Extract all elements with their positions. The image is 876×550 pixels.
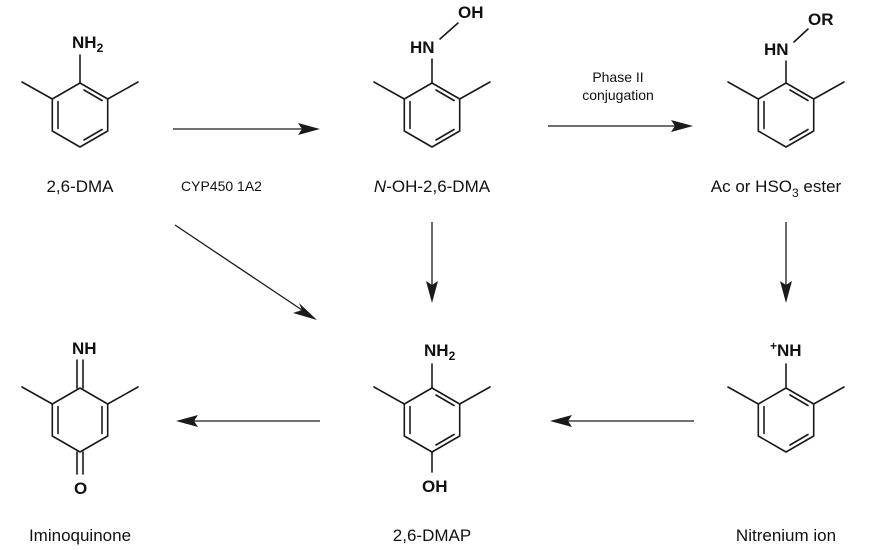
molecule-iminoquinone: NH O (21, 339, 139, 498)
arrow-noh-to-ester (548, 120, 693, 132)
arrow-nitrenium-to-dmap (550, 415, 694, 427)
o-group-label: O (74, 479, 87, 498)
hn-group-label: HN (764, 40, 789, 59)
nh2-group-label: NH2 (424, 341, 456, 363)
phase2-label-line2: conjugation (582, 87, 654, 103)
caption-n-oh-2-6-dma: N-OH-2,6-DMA (374, 177, 491, 196)
arrow-dma-to-dmap (174, 224, 317, 320)
phase2-label-line1: Phase II (592, 69, 643, 85)
nh2-group-label: NH2 (72, 33, 104, 55)
or-group-label: OR (808, 10, 834, 29)
caption-ester: Ac or HSO3 ester (711, 177, 842, 200)
arrow-ester-to-nitrenium (780, 222, 792, 303)
molecule-ester: HN OR (727, 10, 845, 148)
nitrenium-nh-label: +NH (770, 339, 802, 360)
arrow-noh-to-dmap (426, 222, 438, 303)
molecule-n-oh-2-6-dma: HN OH (373, 3, 491, 148)
nh-group-label: NH (72, 339, 97, 358)
hn-group-label: HN (410, 38, 435, 57)
molecule-2-6-dmap: NH2 OH (373, 341, 491, 496)
molecule-2-6-dma: NH2 (21, 33, 139, 148)
arrow-dmap-to-iminoquinone (176, 415, 320, 427)
molecule-nitrenium-ion: +NH (727, 339, 845, 453)
caption-iminoquinone: Iminoquinone (29, 526, 131, 545)
caption-nitrenium-ion: Nitrenium ion (736, 526, 836, 545)
oh-group-label: OH (422, 477, 448, 496)
oh-group-label: OH (458, 3, 484, 22)
arrow-dma-to-noh (173, 123, 320, 135)
caption-2-6-dma: 2,6-DMA (46, 177, 114, 196)
cyp450-label: CYP450 1A2 (181, 178, 262, 194)
caption-2-6-dmap: 2,6-DMAP (393, 526, 471, 545)
